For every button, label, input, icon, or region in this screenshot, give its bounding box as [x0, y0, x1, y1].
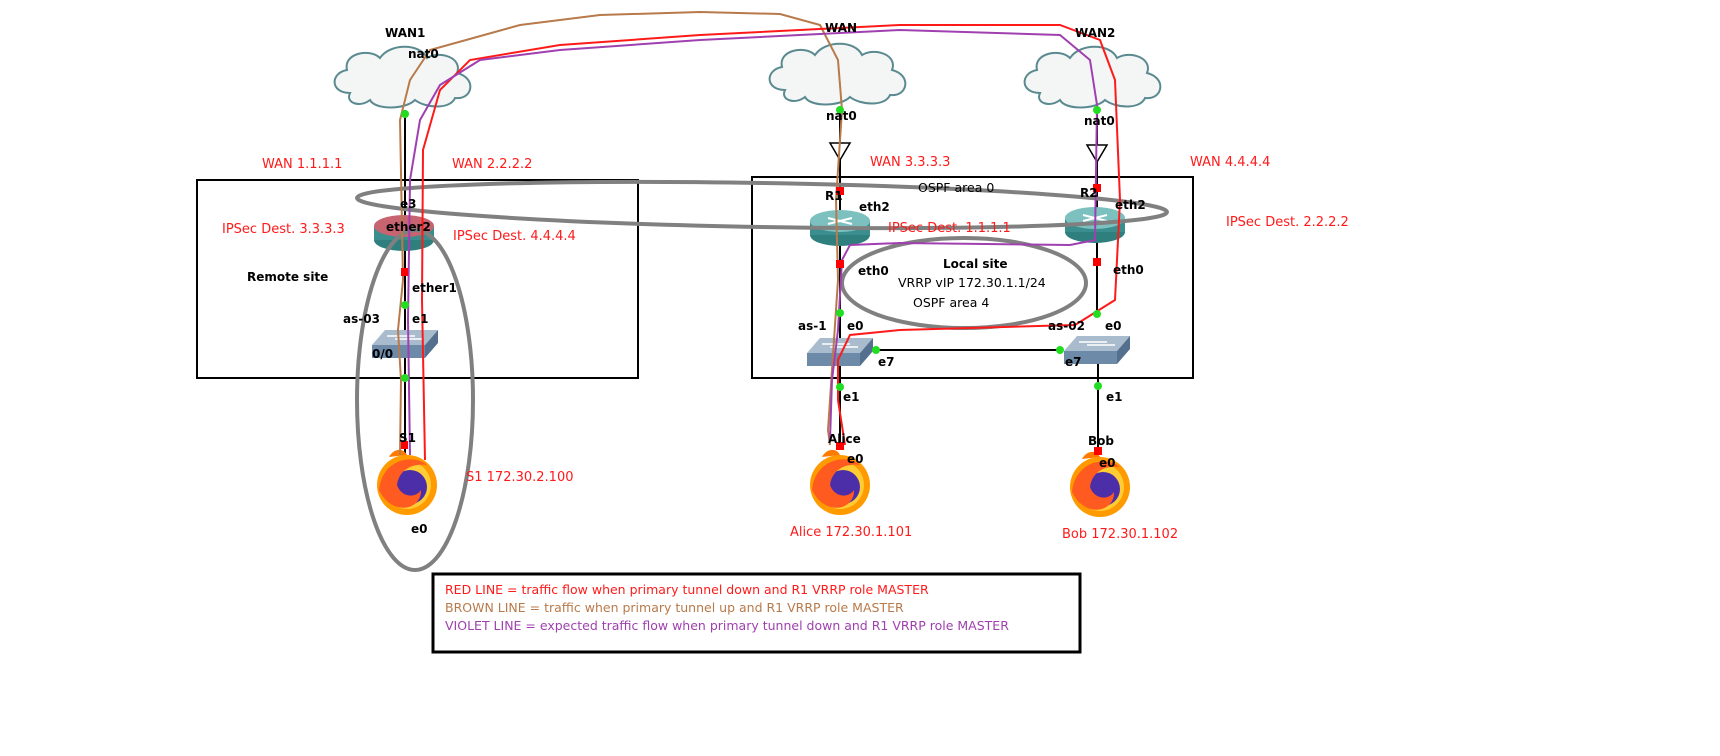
ipsec-dest-label: IPSec Dest. 2.2.2.2 — [1226, 215, 1349, 230]
wan-ip-label: WAN 4.4.4.4 — [1190, 155, 1270, 170]
ospf-area4-label: OSPF area 4 — [913, 295, 989, 310]
device-name: Bob — [1088, 434, 1114, 448]
device-name: Alice — [828, 432, 861, 446]
wan-ip-label: WAN 2.2.2.2 — [452, 157, 532, 172]
interface-label: eth0 — [858, 264, 889, 278]
host-ip-label: Alice 172.30.1.101 — [790, 525, 912, 540]
interface-label: eth0 — [1113, 263, 1144, 277]
host-ip-label: Bob 172.30.1.102 — [1062, 527, 1178, 542]
device-name: R1 — [825, 189, 843, 203]
device-name: as-02 — [1048, 319, 1085, 333]
interface-label: nat0 — [1084, 114, 1115, 128]
legend-brown: BROWN LINE = traffic when primary tunnel… — [445, 600, 904, 615]
wan-ip-label: WAN 3.3.3.3 — [870, 155, 950, 170]
host-ip-label: S1 172.30.2.100 — [466, 470, 574, 485]
remote-site-label: Remote site — [247, 270, 328, 284]
vrrp-vip-label: VRRP vIP 172.30.1.1/24 — [898, 275, 1046, 290]
interface-label: e7 — [878, 355, 895, 369]
interface-label: e1 — [412, 312, 429, 326]
interface-label: e0 — [411, 522, 428, 536]
local-site-box — [751, 176, 1194, 379]
legend-red: RED LINE = traffic flow when primary tun… — [445, 582, 929, 597]
interface-label: e7 — [1065, 355, 1082, 369]
s1-host-icon[interactable] — [377, 449, 437, 515]
interface-label: e0 — [847, 319, 864, 333]
wan-cloud-icon[interactable] — [768, 42, 907, 106]
interface-label: e0 — [1105, 319, 1122, 333]
link-status-dots — [401, 106, 1102, 455]
wan-ip-label: WAN 1.1.1.1 — [262, 157, 342, 172]
interface-label: nat0 — [826, 109, 857, 123]
interface-label: nat0 — [408, 47, 439, 61]
traffic-lines — [396, 10, 1122, 461]
wan1-cloud-icon[interactable] — [333, 45, 472, 109]
interface-label: e1 — [843, 390, 860, 404]
ipsec-dest-label: IPSec Dest. 3.3.3.3 — [222, 222, 345, 237]
device-name: S1 — [399, 431, 416, 445]
interface-label: eth2 — [1115, 198, 1146, 212]
ospf-area0-label: OSPF area 0 — [918, 180, 994, 195]
legend: RED LINE = traffic flow when primary tun… — [431, 572, 1082, 654]
ipsec-dest-label: IPSec Dest. 4.4.4.4 — [453, 229, 576, 244]
remote-site-box — [196, 179, 639, 379]
interface-label: e3 — [400, 197, 417, 211]
interface-label: e1 — [1106, 390, 1123, 404]
wan1-label: WAN1 — [385, 26, 425, 40]
device-name: as-03 — [343, 312, 380, 326]
interface-label: eth2 — [859, 200, 890, 214]
interface-label: e0 — [847, 452, 864, 466]
interface-label: ether2 — [386, 220, 431, 234]
ipsec-dest-label: IPSec Dest. 1.1.1.1 — [888, 221, 1011, 236]
device-name: R2 — [1080, 186, 1098, 200]
interface-label: e0 — [1099, 456, 1116, 470]
wan-label: WAN — [825, 21, 857, 35]
device-name: as-1 — [798, 319, 827, 333]
interface-label: ether1 — [412, 281, 457, 295]
legend-violet: VIOLET LINE = expected traffic flow when… — [445, 618, 1009, 633]
wan2-label: WAN2 — [1075, 26, 1115, 40]
as-1-switch-icon[interactable] — [806, 337, 874, 367]
interface-label: 0/0 — [372, 347, 393, 361]
local-site-label: Local site — [943, 257, 1008, 271]
